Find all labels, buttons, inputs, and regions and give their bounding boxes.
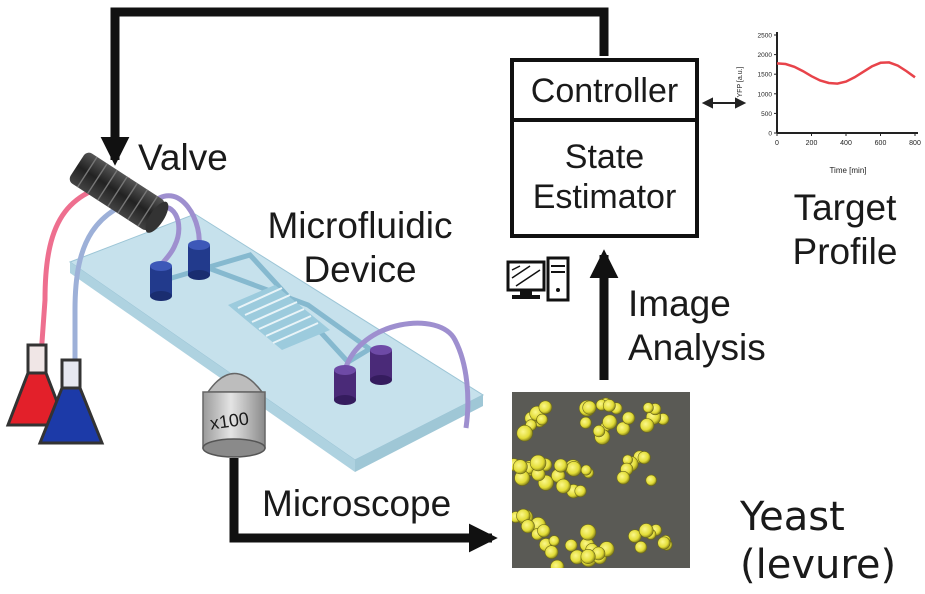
outlet-tube	[342, 320, 471, 429]
microscope-objective	[202, 372, 266, 458]
yeast-cell	[616, 471, 630, 485]
valve-label: Valve	[138, 137, 228, 178]
target-profile-chart: 2500 2000 1500 1000 500 0 0 200 400 600 800 YFP […	[737, 32, 921, 175]
y-tick-label: 2500	[758, 33, 773, 40]
microfluidic-label: Microfluidic	[267, 205, 453, 246]
controller-label: Controller	[530, 72, 679, 110]
yeast-cell	[622, 411, 636, 425]
chart-y-label: YFP [a.u.]	[737, 66, 744, 97]
yeast-cell	[645, 474, 657, 486]
chip-port-3	[334, 365, 356, 405]
levure-label: (levure)	[740, 542, 897, 588]
y-tick-label: 500	[761, 111, 772, 118]
controller-box	[510, 58, 699, 238]
profile-label: Profile	[792, 231, 898, 272]
yeast-cell	[548, 535, 560, 547]
yeast-cell	[544, 545, 559, 559]
reference-double-arrow	[701, 97, 747, 109]
yeast-cell	[628, 529, 642, 543]
yeast-cell	[537, 524, 551, 538]
yeast-cell	[529, 454, 547, 472]
estimator-label: Estimator	[532, 178, 677, 216]
yeast-cell	[639, 418, 655, 433]
yeast-cell	[512, 459, 528, 475]
x-tick-label: 0	[775, 140, 779, 147]
yeast-cell	[657, 536, 671, 550]
yeast-cell	[538, 400, 553, 415]
yeast-cell	[634, 540, 648, 554]
yeast-cell	[580, 464, 592, 476]
yeast-cell	[536, 413, 548, 426]
yeast-cell	[592, 425, 606, 438]
yeast-cell	[582, 400, 597, 415]
yeast-cell	[574, 485, 587, 498]
chip-port-2	[188, 240, 210, 280]
yeast-cell	[566, 461, 582, 477]
yeast-cell	[637, 451, 651, 465]
chip-port-1	[150, 261, 172, 301]
state-label: State	[564, 138, 645, 176]
device-label: Device	[303, 249, 417, 290]
valve	[69, 152, 169, 233]
blue-flask	[37, 358, 105, 445]
yeast-micrograph	[512, 392, 690, 568]
yeast-cell	[564, 539, 578, 552]
image-label: Image	[628, 283, 731, 324]
yeast-cell	[602, 399, 616, 412]
yeast-cell	[579, 524, 597, 541]
x-tick-label: 400	[840, 140, 852, 147]
yeast-cell	[553, 458, 568, 473]
chart-x-label: Time [min]	[829, 166, 866, 175]
microscope-label: Microscope	[262, 483, 452, 524]
target-profile-trace	[776, 61, 916, 85]
yeast-cell	[579, 416, 592, 429]
analysis-label: Analysis	[628, 327, 766, 368]
y-tick-label: 1500	[758, 72, 773, 79]
y-tick-label: 0	[768, 131, 772, 138]
microscope-arrow	[229, 458, 498, 553]
microfluidic-chip	[68, 213, 485, 472]
feedback-arrow	[100, 7, 609, 166]
y-tick-label: 1000	[758, 91, 773, 98]
yeast-cell	[516, 425, 533, 442]
yeast-cell	[555, 478, 571, 494]
yeast-cell	[580, 548, 596, 564]
yeast-cell	[550, 559, 565, 568]
yeast-label: Yeast	[740, 494, 845, 540]
x-tick-label: 600	[875, 140, 887, 147]
y-tick-label: 2000	[758, 52, 773, 59]
yeast-cell	[602, 414, 618, 430]
yeast-cell	[521, 519, 535, 534]
yeast-cell	[642, 402, 654, 414]
yeast-cell	[616, 421, 631, 436]
x-tick-label: 800	[909, 140, 921, 147]
computer-icon	[506, 256, 570, 302]
yeast-cell	[638, 523, 654, 538]
target-label: Target	[793, 187, 897, 228]
chip-port-4	[370, 345, 392, 385]
x-tick-label: 200	[806, 140, 818, 147]
